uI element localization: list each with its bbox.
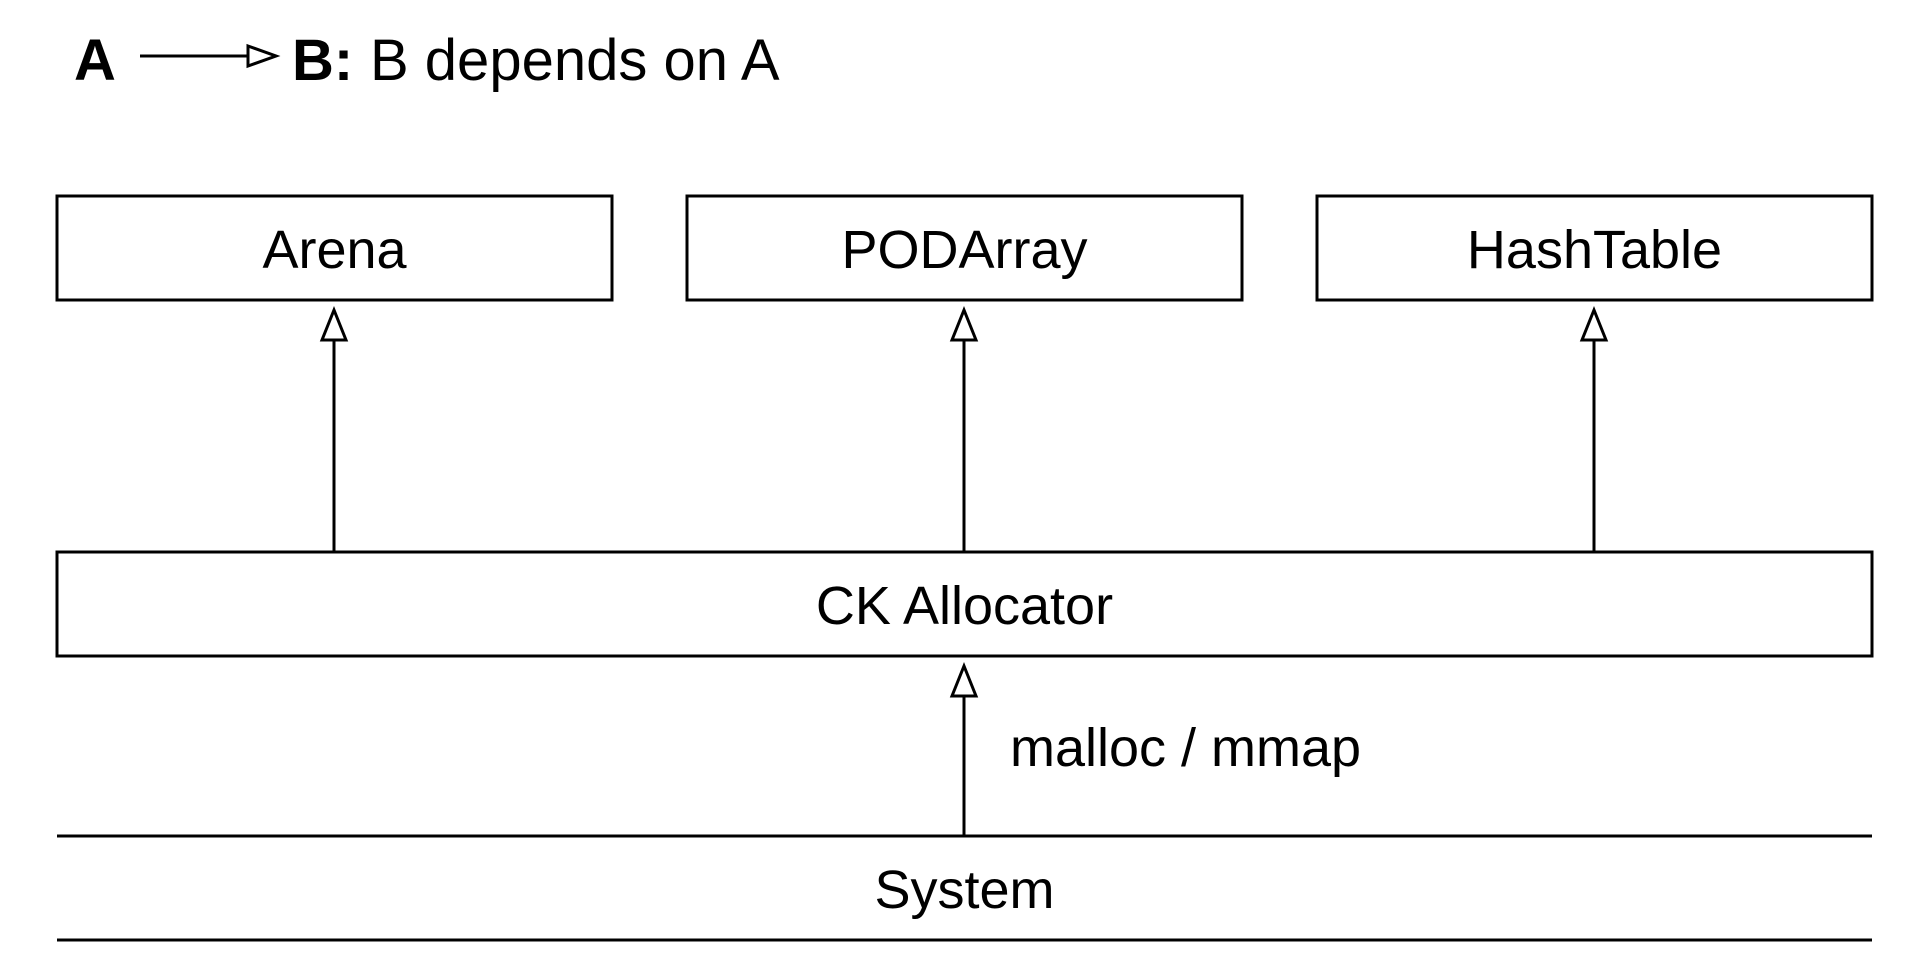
legend: A B: B depends on A	[74, 28, 780, 93]
node-ck-allocator: CK Allocator	[55, 550, 1874, 658]
edge-system-to-allocator: malloc / mmap	[949, 661, 1361, 836]
node-podarray-label: PODArray	[841, 220, 1087, 280]
node-hashtable: HashTable	[1315, 194, 1874, 302]
edge-allocator-to-arena	[319, 305, 349, 552]
edge-allocator-to-hashtable	[1579, 305, 1609, 552]
legend-description: B depends on A	[370, 28, 780, 93]
node-podarray: PODArray	[685, 194, 1244, 302]
node-arena: Arena	[55, 194, 614, 302]
edge-label-malloc-mmap: malloc / mmap	[1010, 718, 1361, 778]
node-arena-label: Arena	[262, 220, 407, 280]
node-ck-allocator-label: CK Allocator	[816, 576, 1113, 636]
node-hashtable-label: HashTable	[1467, 220, 1722, 280]
arrow-head	[949, 661, 979, 698]
node-system-label: System	[874, 860, 1054, 920]
legend-to: B:	[292, 28, 353, 93]
legend-arrow-head	[246, 43, 281, 69]
arrow-head	[319, 305, 349, 342]
edge-allocator-to-podarray	[949, 305, 979, 552]
node-system: System	[57, 834, 1872, 942]
arrow-head	[949, 305, 979, 342]
arrow-head	[1579, 305, 1609, 342]
legend-from: A	[74, 28, 116, 93]
